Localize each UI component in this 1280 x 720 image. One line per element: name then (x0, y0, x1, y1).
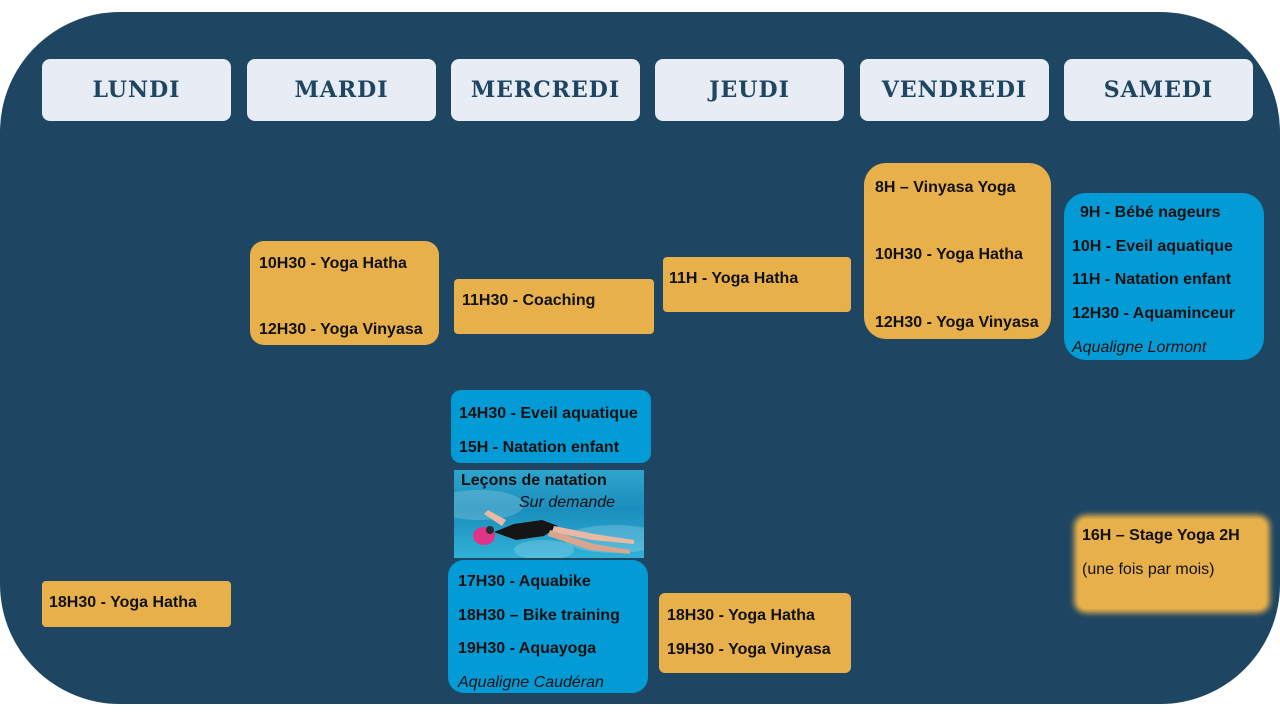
day-header-vendredi: VENDREDI (860, 59, 1049, 121)
vendredi-morning-block: 8H – Vinyasa Yoga 10H30 - Yoga Hatha 12H… (864, 163, 1051, 339)
jeudi-morning-block: 11H - Yoga Hatha (663, 257, 851, 312)
class-item: 10H30 - Yoga Hatha (259, 255, 407, 272)
class-item: 18H30 - Yoga Hatha (667, 607, 815, 624)
class-item: 18H30 - Yoga Hatha (49, 594, 197, 611)
class-item: 10H30 - Yoga Hatha (875, 246, 1023, 263)
class-item: 10H - Eveil aquatique (1072, 238, 1233, 255)
location-label: Aqualigne Lormont (1072, 339, 1207, 356)
mardi-morning-block: 10H30 - Yoga Hatha 12H30 - Yoga Vinyasa (250, 241, 439, 345)
class-item: 14H30 - Eveil aquatique (459, 405, 638, 422)
lundi-evening-block: 18H30 - Yoga Hatha (42, 581, 231, 627)
location-label: Aqualigne Caudéran (458, 674, 604, 691)
class-item: 12H30 - Aquaminceur (1072, 305, 1236, 322)
class-item: 18H30 – Bike training (458, 607, 620, 624)
lessons-note: Sur demande (519, 494, 616, 511)
class-item: 16H – Stage Yoga 2H (1082, 527, 1240, 544)
swimmer-icon (473, 510, 634, 554)
samedi-stage-block: 16H – Stage Yoga 2H (une fois par mois) (1078, 519, 1266, 609)
jeudi-evening-block: 18H30 - Yoga Hatha 19H30 - Yoga Vinyasa (659, 593, 851, 673)
lessons-title: Leçons de natation (461, 472, 607, 489)
samedi-morning-block: 9H - Bébé nageurs 10H - Eveil aquatique … (1064, 193, 1264, 360)
class-item: 19H30 - Aquayoga (458, 640, 597, 657)
day-header-mercredi: MERCREDI (451, 59, 640, 121)
class-item: 9H - Bébé nageurs (1080, 204, 1221, 221)
class-item: 15H - Natation enfant (459, 439, 620, 456)
swimming-lessons-photo: Leçons de natation Sur demande (454, 470, 644, 558)
stage-frequency: (une fois par mois) (1082, 561, 1215, 578)
class-item: 12H30 - Yoga Vinyasa (259, 321, 423, 338)
day-header-lundi: LUNDI (42, 59, 231, 121)
day-header-samedi: SAMEDI (1064, 59, 1253, 121)
class-item: 11H - Yoga Hatha (669, 270, 799, 287)
class-item: 19H30 - Yoga Vinyasa (667, 641, 831, 658)
mercredi-afternoon-block: 14H30 - Eveil aquatique 15H - Natation e… (451, 390, 651, 463)
class-item: 17H30 - Aquabike (458, 573, 591, 590)
class-item: 12H30 - Yoga Vinyasa (875, 314, 1039, 331)
day-header-jeudi: JEUDI (655, 59, 844, 121)
mercredi-morning-block: 11H30 - Coaching (454, 279, 654, 334)
class-item: 11H - Natation enfant (1072, 271, 1232, 288)
mercredi-evening-block: 17H30 - Aquabike 18H30 – Bike training 1… (448, 560, 648, 693)
day-header-mardi: MARDI (247, 59, 436, 121)
class-item: 8H – Vinyasa Yoga (875, 179, 1016, 196)
class-item: 11H30 - Coaching (462, 292, 596, 309)
